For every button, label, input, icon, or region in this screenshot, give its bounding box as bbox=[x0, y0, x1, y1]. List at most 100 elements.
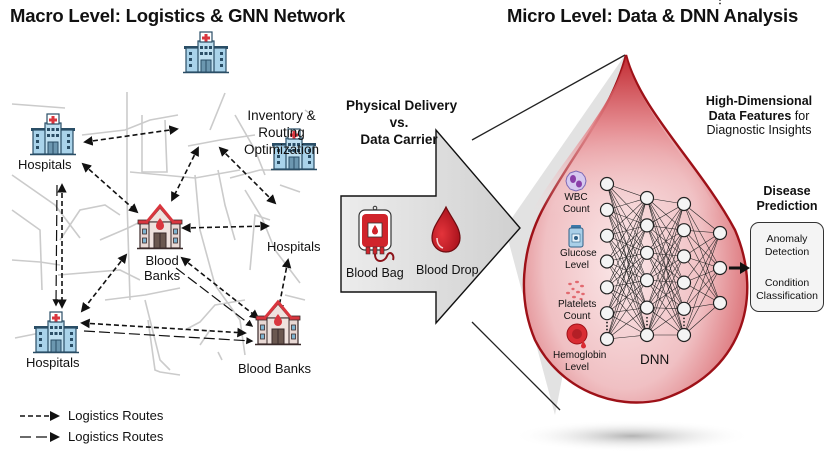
output-line: Classification bbox=[756, 290, 818, 302]
dnn-edge bbox=[646, 256, 685, 336]
dnn-edge bbox=[606, 261, 648, 281]
transition-title-line: vs. bbox=[389, 115, 409, 130]
dnn-edge bbox=[683, 232, 721, 257]
node-label-hospitals-right: Hospitals bbox=[267, 239, 321, 254]
input-label-line: WBC bbox=[564, 192, 588, 203]
dnn-edge bbox=[606, 252, 648, 340]
prediction-title: Disease Prediction bbox=[747, 184, 827, 214]
dnn-edge bbox=[606, 197, 648, 288]
features-title: High-Dimensional Data Features for Diagn… bbox=[694, 94, 824, 138]
blood-bank-icon-bottom-right bbox=[253, 300, 303, 346]
transition-title-line: Physical Delivery bbox=[346, 98, 458, 113]
output-line: Anomaly bbox=[766, 233, 808, 245]
blood-bank-icon-center bbox=[137, 203, 183, 250]
dnn-network bbox=[599, 0, 728, 347]
dnn-edge bbox=[683, 232, 721, 336]
features-title-normal: for bbox=[791, 108, 810, 123]
dnn-edge bbox=[646, 197, 685, 283]
dnn-edge bbox=[646, 203, 685, 281]
dnn-edge bbox=[606, 225, 648, 340]
input-label-line: Hemoglobin bbox=[553, 350, 607, 361]
dnn-edge bbox=[646, 197, 685, 309]
dnn-edge bbox=[606, 197, 648, 314]
dnn-edge bbox=[606, 307, 648, 340]
annotation-line: Optimization bbox=[244, 142, 320, 157]
dnn-edge bbox=[646, 280, 685, 336]
dnn-edge bbox=[646, 308, 685, 336]
input-label-line: Count bbox=[563, 310, 591, 322]
dnn-ellipsis-dot bbox=[683, 321, 685, 323]
dnn-edge bbox=[683, 267, 721, 309]
dnn-edge bbox=[646, 225, 685, 257]
legend-label-short-dash: Logistics Routes bbox=[68, 408, 164, 423]
blood-drop-icon bbox=[431, 205, 461, 253]
dnn-edge bbox=[606, 225, 648, 262]
dnn-node-layer-2 bbox=[639, 190, 655, 206]
dnn-edge bbox=[646, 252, 685, 283]
output-arrow bbox=[729, 262, 750, 274]
dnn-ellipsis-dot bbox=[606, 321, 608, 324]
dnn-edge bbox=[606, 209, 648, 336]
dnn-edge bbox=[646, 225, 685, 283]
platelets-icon bbox=[566, 280, 585, 301]
dnn-edge bbox=[606, 183, 648, 226]
optimization-annotation: Inventory & Routing Optimization bbox=[244, 107, 319, 158]
dnn-edge bbox=[606, 261, 648, 308]
dnn-node-layer-1 bbox=[599, 306, 615, 321]
dnn-edge bbox=[683, 267, 721, 336]
dnn-edge bbox=[646, 203, 685, 226]
dnn-ellipsis-dot bbox=[719, 0, 721, 1]
features-title-line: High-Dimensional bbox=[705, 94, 813, 108]
dnn-edge bbox=[606, 312, 648, 336]
dnn-ellipsis-dot bbox=[646, 320, 648, 323]
dnn-edge bbox=[606, 183, 648, 281]
input-label-wbc: WBC Count bbox=[563, 192, 590, 215]
node-label-blood-banks-center: Blood Banks bbox=[144, 253, 180, 283]
macro-title: Macro Level: Logistics & GNN Network bbox=[10, 5, 346, 26]
dnn-edge bbox=[646, 225, 685, 309]
micro-title: Micro Level: Data & DNN Analysis bbox=[507, 5, 799, 26]
prediction-title-line: Prediction bbox=[756, 199, 818, 213]
dnn-edge bbox=[683, 203, 721, 269]
dnn-node-layer-1 bbox=[599, 228, 615, 243]
prediction-output-box: Anomaly Detection Condition Classificati… bbox=[750, 222, 824, 312]
dnn-node-layer-3 bbox=[676, 327, 692, 343]
dnn-node-layer-2 bbox=[639, 218, 655, 233]
dnn-edge bbox=[606, 261, 648, 336]
legend-label-long-dash: Logistics Routes bbox=[68, 429, 164, 444]
features-title-line: Diagnostic Insights bbox=[706, 123, 812, 137]
dnn-edge bbox=[606, 235, 648, 336]
logistics-routes-long-dash bbox=[52, 184, 254, 345]
dnn-node-layer-3 bbox=[676, 249, 692, 264]
dnn-node-layer-2 bbox=[639, 300, 655, 315]
dnn-edge bbox=[606, 209, 648, 253]
dnn-edge bbox=[606, 235, 648, 281]
input-label-hemoglobin: Hemoglobin Level bbox=[553, 350, 607, 373]
legend-long-dash-line bbox=[20, 432, 60, 442]
dnn-node-layer-2 bbox=[639, 273, 655, 288]
dnn-ellipsis-dot bbox=[683, 317, 685, 320]
dnn-node-layer-3 bbox=[676, 196, 692, 212]
dnn-edge bbox=[606, 287, 648, 308]
logistics-routes-short-dash bbox=[57, 125, 292, 338]
node-label-hospitals-top-left: Hospitals bbox=[18, 157, 72, 172]
dnn-edge bbox=[683, 232, 721, 309]
dnn-node-layer-1 bbox=[599, 331, 615, 347]
drop-shadow bbox=[512, 420, 752, 452]
glucose-icon bbox=[568, 225, 584, 248]
dnn-edge bbox=[646, 203, 685, 336]
dnn-ellipsis-dot bbox=[683, 324, 685, 327]
dnn-node-layer-2 bbox=[639, 327, 655, 343]
features-title-bold: Data Features bbox=[708, 108, 792, 123]
dnn-edge bbox=[606, 280, 648, 340]
label-line: Blood bbox=[145, 253, 179, 268]
dnn-node-layer-2 bbox=[639, 245, 655, 260]
dnn-edge bbox=[683, 230, 721, 304]
dnn-edge bbox=[646, 203, 685, 308]
annotation-line: Inventory & bbox=[247, 108, 316, 123]
dnn-edge bbox=[606, 197, 648, 262]
dnn-ellipsis-dot bbox=[646, 323, 648, 326]
dnn-edge bbox=[606, 209, 648, 308]
label-line: Banks bbox=[144, 268, 181, 283]
